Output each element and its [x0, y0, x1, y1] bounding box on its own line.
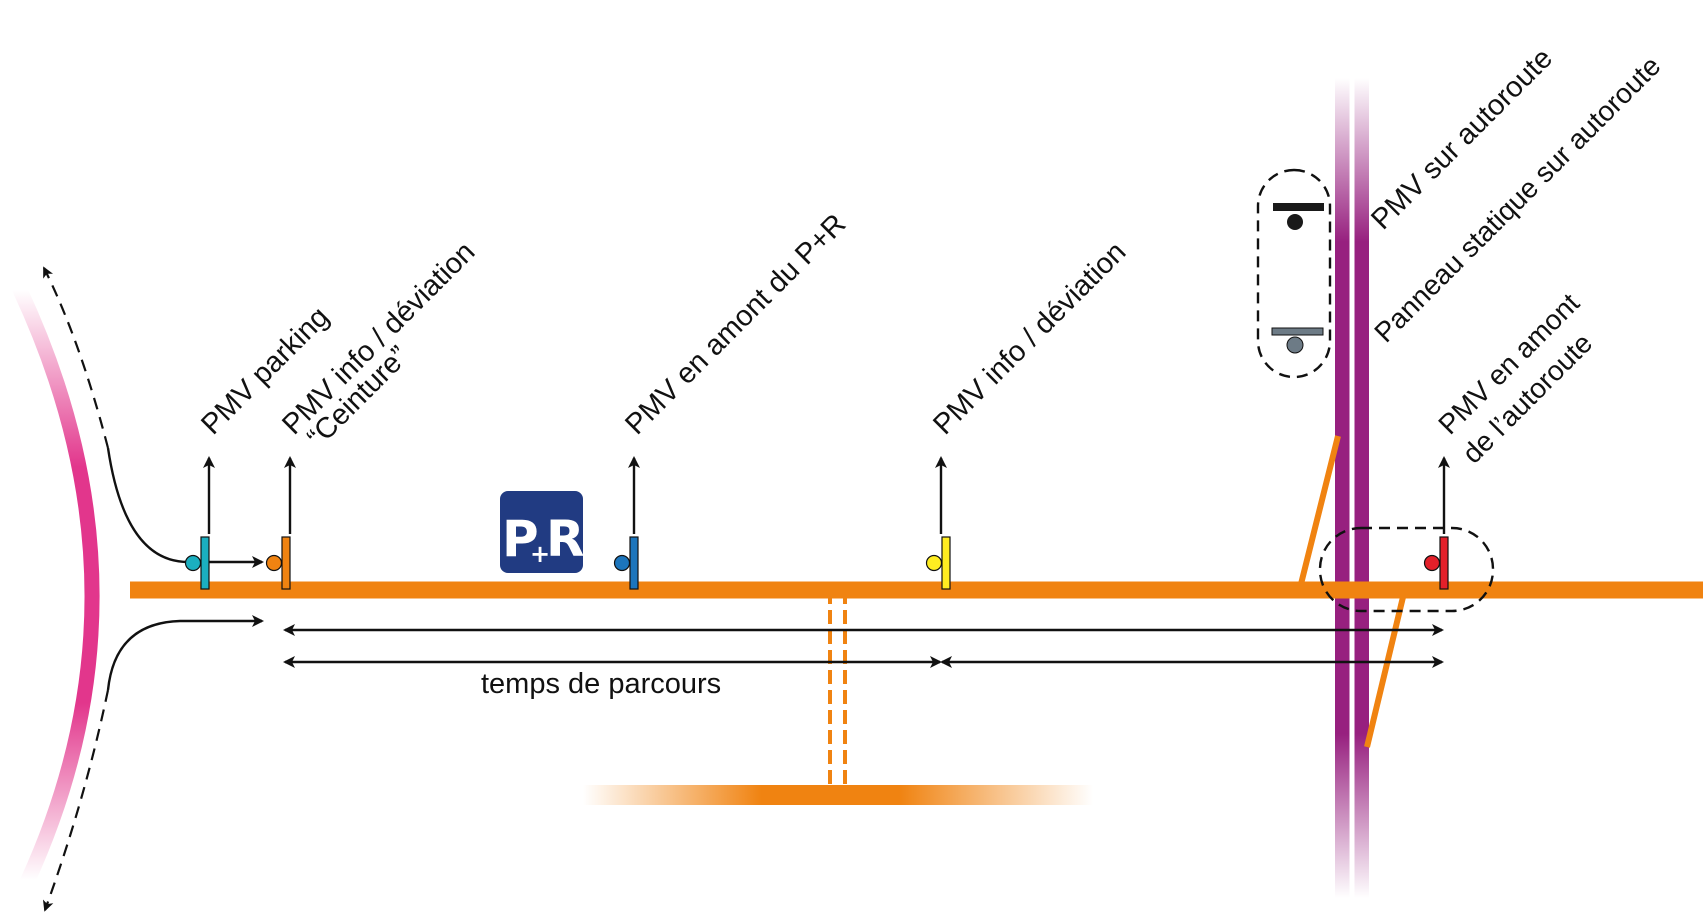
ramp-entry-arrow — [106, 615, 264, 691]
label-temps-de-parcours: temps de parcours — [481, 668, 721, 700]
pmv-sign-icon — [613, 536, 639, 590]
motorway-signs-group — [1256, 168, 1332, 379]
pmv-sign-icon — [1273, 203, 1324, 230]
pmv-sign-icon — [265, 536, 291, 590]
pmv-sign-icon — [1423, 536, 1449, 590]
ramp-exit-arrow — [106, 447, 264, 568]
label-pmv-amont-pr: PMV en amont du P+R — [619, 208, 852, 441]
slip-road-south — [1364, 596, 1406, 748]
pmv-sign-icon — [184, 536, 210, 590]
ring-direction-arrow-down — [42, 689, 110, 912]
ring-direction-arrow-up — [43, 266, 110, 449]
pr-letter-p: P — [502, 510, 539, 568]
ring-road — [12, 282, 100, 888]
pr-letter-r: R — [546, 510, 585, 568]
lower-road — [583, 785, 1093, 805]
label-pmv-info-deviation: PMV info / déviation — [927, 236, 1132, 441]
park-and-ride-icon: P + R — [500, 491, 585, 573]
pmv-amont-autoroute-group — [1318, 526, 1495, 613]
static-sign-icon — [1271, 327, 1324, 354]
pr-plus: + — [530, 540, 550, 568]
slip-road-north — [1297, 435, 1341, 589]
pmv-sign-icon — [925, 536, 951, 590]
